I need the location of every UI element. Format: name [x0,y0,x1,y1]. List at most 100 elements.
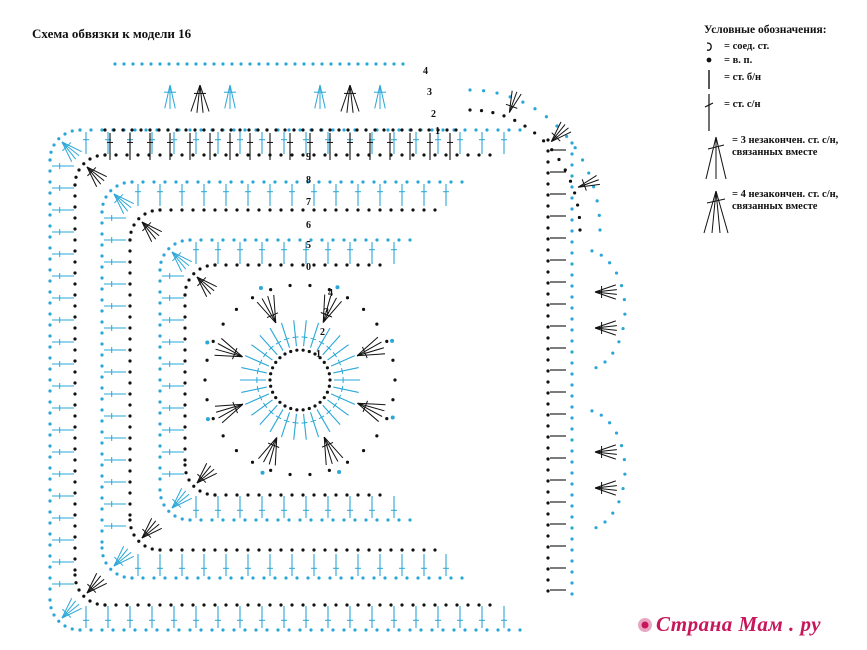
chain-stitch [307,349,311,354]
row-number-label: 9 [306,152,311,163]
chain-stitch [100,485,104,489]
row-number-label: 3 [427,87,432,98]
double-crochet-stitch [244,393,270,405]
chain-stitch [375,628,379,632]
chain-stitch [114,153,118,157]
chain-stitch [276,628,280,632]
chain-stitch [290,208,294,212]
chain-stitch [191,153,195,157]
chain-stitch [143,544,147,548]
chain-stitch [356,208,360,212]
chain-stitch [546,512,550,516]
double-crochet-stitch [309,322,320,348]
chain-stitch [422,208,426,212]
chain-stitch [159,496,163,500]
chain-stitch [194,62,198,66]
chain-stitch [235,153,239,157]
chain-stitch [382,128,386,132]
chain-stitch [73,337,77,341]
chain-stitch [546,556,550,560]
chain-stitch [311,62,315,66]
chain-stitch [397,628,401,632]
chain-stitch [100,463,104,467]
chain-stitch [570,251,574,255]
legend-item-four-dc-cluster: = 4 незакончен. ст. с/н, связанных вмест… [700,189,865,241]
chain-stitch [240,576,244,580]
chain-stitch [308,472,312,477]
legend-text: = ст. с/н [724,99,761,110]
chain-stitch [433,153,437,157]
chain-stitch [444,153,448,157]
chain-stitch [334,493,338,497]
chain-stitch [592,185,596,189]
chain-stitch [221,434,225,438]
chain-stitch [454,128,458,132]
chain-stitch [173,242,177,246]
chain-stitch [283,352,287,356]
legend-item-three-dc-cluster: = 3 незакончен. ст. с/н, связанных вмест… [700,135,865,187]
chain-stitch [234,307,239,312]
chain-stitch [590,409,594,413]
chain-stitch [205,492,209,496]
chain-stitch [73,315,77,319]
chain-stitch [507,628,511,632]
chain-stitch [345,460,350,464]
chain-stitch [48,477,52,481]
chain-stitch [256,128,260,132]
chain-stitch [192,484,196,488]
chain-stitch [575,203,580,207]
chain-stitch [130,576,134,580]
chain-stitch [100,331,104,335]
chain-stitch [262,180,266,184]
chain-stitch [350,576,354,580]
chain-stitch [174,576,178,580]
chain-stitch [246,493,250,497]
chain-stitch [367,493,371,497]
chain-stitch [546,160,550,164]
chain-stitch [364,128,368,132]
chain-stitch [570,295,574,299]
chain-stitch [224,263,228,267]
chain-stitch [128,480,132,484]
chain-stitch [367,208,371,212]
chain-stitch [342,128,346,132]
chain-stitch [331,628,335,632]
chain-stitch [159,260,163,264]
chain-stitch [129,230,133,234]
chain-stitch [378,208,382,212]
double-crochet-stitch [259,404,278,425]
chain-stitch [57,619,61,623]
chain-stitch [372,576,376,580]
chain-stitch [257,208,261,212]
chain-stitch [546,567,550,571]
chain-stitch [183,304,187,308]
chain-stitch [466,153,470,157]
double-crochet-stitch [303,320,307,347]
chain-stitch [180,153,184,157]
chain-stitch [213,263,217,267]
chain-stitch [441,128,445,132]
chain-stitch [128,414,132,418]
chain-stitch [278,400,282,404]
chain-stitch [460,576,464,580]
chain-stitch [183,315,187,319]
row-number-label: 4 [328,288,333,299]
chain-stitch [603,360,607,364]
chain-stitch [128,304,132,308]
chain-stitch [104,195,108,199]
chain-stitch [430,128,434,132]
chain-stitch [150,547,154,551]
chain-stitch [140,62,144,66]
chain-stitch [273,576,277,580]
chain-stitch [273,180,277,184]
chain-stitch [52,143,56,147]
chain-stitch [257,603,261,607]
chain-stitch [367,548,371,552]
chain-stitch [284,62,288,66]
chain-stitch [356,493,360,497]
cluster-fan [594,444,617,460]
chain-stitch [400,603,404,607]
chain-stitch [292,128,296,132]
